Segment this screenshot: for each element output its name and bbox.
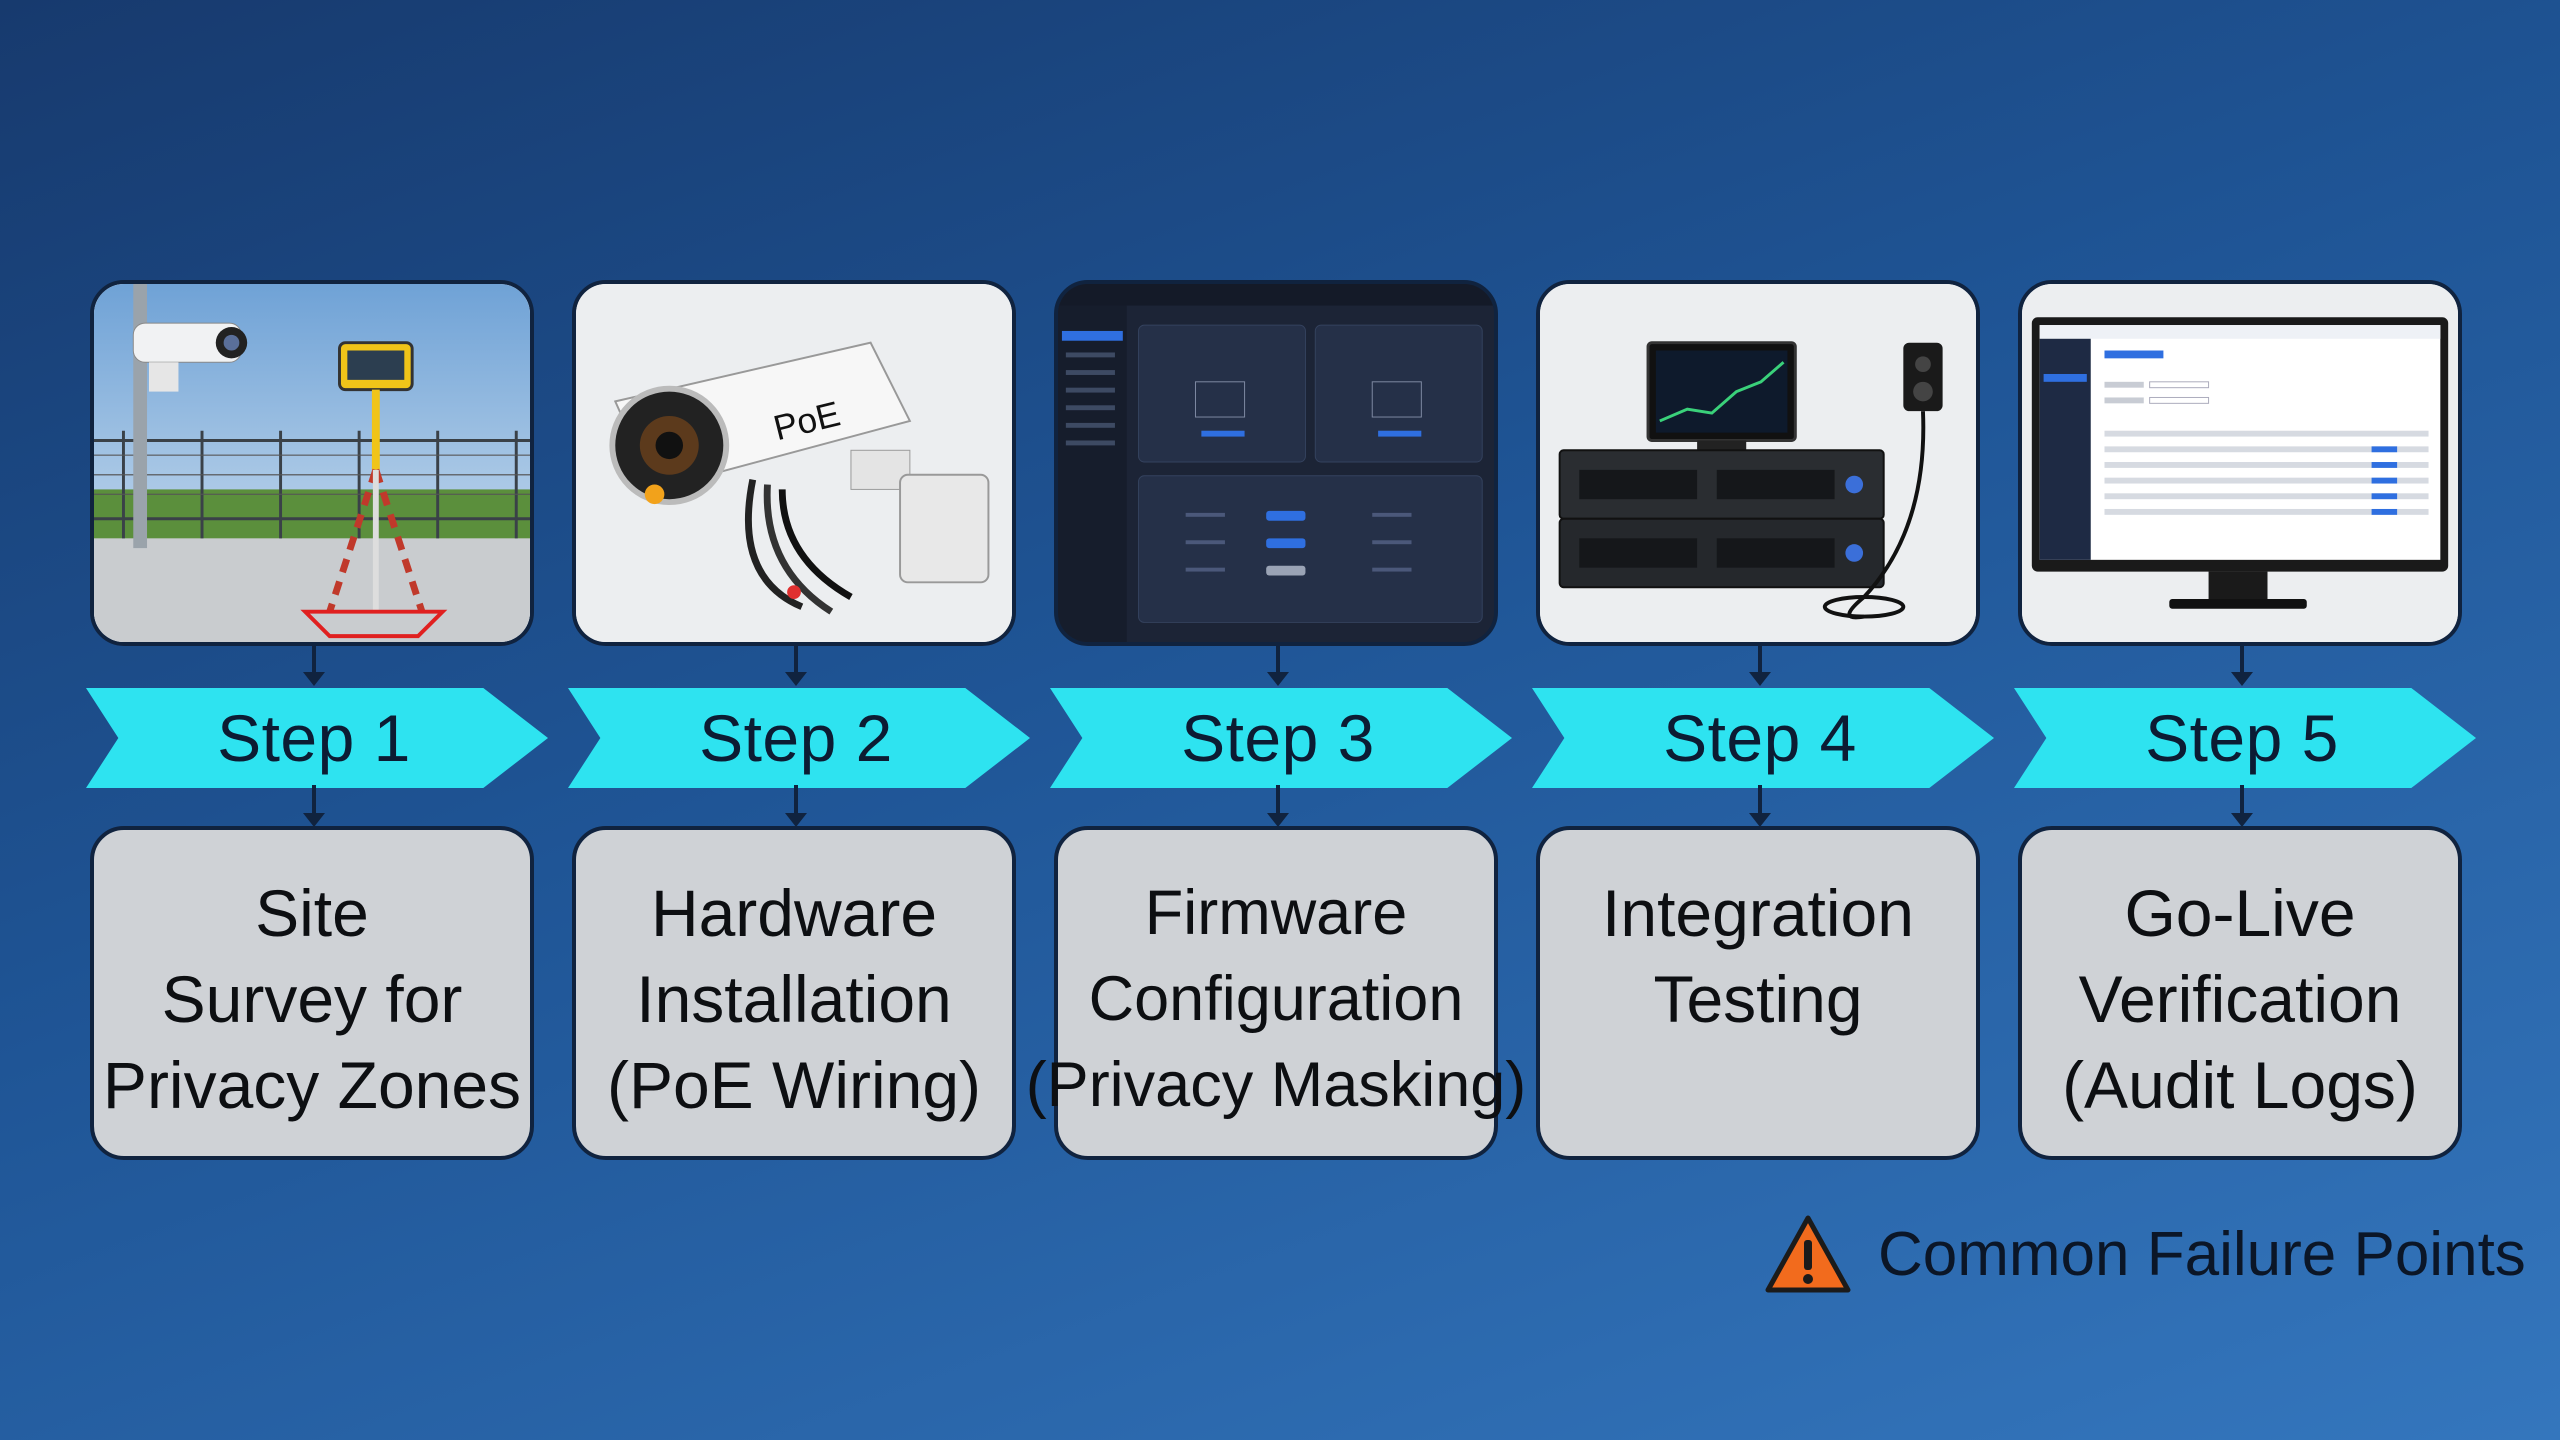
step-description: Integration Testing: [1536, 826, 1980, 1160]
step-3: Step 3 Firmware Configuration (Privacy M…: [1026, 0, 1526, 1440]
connector: [785, 785, 807, 827]
step-arrow: [2014, 688, 2476, 788]
step-arrow: [1532, 688, 1994, 788]
legend: Common Failure Points: [1764, 1206, 2526, 1302]
firmware-dashboard-image: [1054, 280, 1498, 646]
connector: [785, 646, 807, 686]
audit-log-monitor-image: [2018, 280, 2462, 646]
step-label: Step 2: [699, 701, 893, 775]
step-label: Step 1: [217, 701, 411, 775]
step-1: Step 1 Site Survey for Privacy Zones: [86, 0, 548, 1440]
step-4: Step 4 Integration Testing: [1532, 0, 1994, 1440]
connector: [2231, 646, 2253, 686]
step-description: Go-Live Verification (Audit Logs): [2018, 826, 2462, 1160]
warning-icon: [1765, 1215, 1851, 1293]
step-5: Step 5 Go-Live Verification (Audit Logs): [2014, 0, 2476, 1440]
nvr-monitor-image: [1536, 280, 1980, 646]
connector: [1267, 646, 1289, 686]
step-label: Step 4: [1663, 701, 1857, 775]
step-description: Hardware Installation (PoE Wiring): [572, 826, 1016, 1160]
step-arrow: [86, 688, 548, 788]
connector: [1749, 646, 1771, 686]
step-arrow: [1050, 688, 1512, 788]
connector: [1749, 785, 1771, 827]
site-survey-image: [90, 280, 534, 646]
step-arrow: [568, 688, 1030, 788]
step-label: Step 5: [2145, 701, 2339, 775]
step-2: PoE Step 2 Hardware Installation (PoE Wi…: [568, 0, 1030, 1440]
connector: [303, 646, 325, 686]
legend-label: Common Failure Points: [1878, 1219, 2526, 1289]
step-description: Site Survey for Privacy Zones: [90, 826, 534, 1160]
step-description: Firmware Configuration (Privacy Masking): [1026, 826, 1526, 1160]
connector: [1267, 785, 1289, 827]
poe-camera-image: PoE: [572, 280, 1016, 646]
connector: [303, 785, 325, 827]
connector: [2231, 785, 2253, 827]
step-label: Step 3: [1181, 701, 1375, 775]
